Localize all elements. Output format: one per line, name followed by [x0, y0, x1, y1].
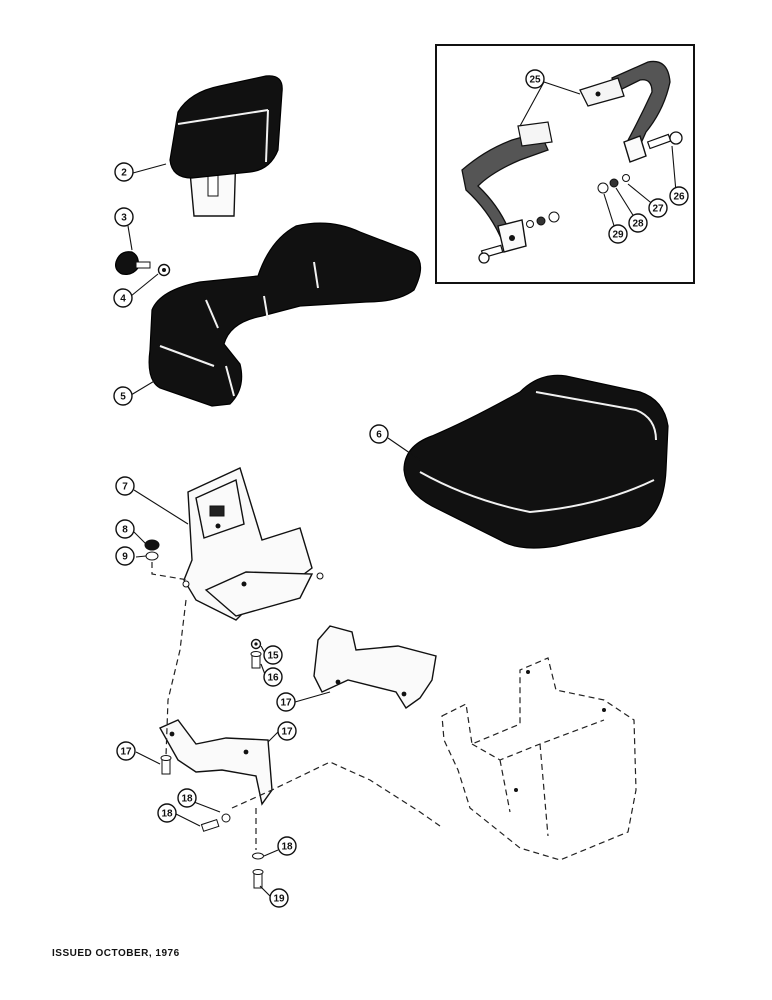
svg-text:6: 6 — [376, 430, 382, 441]
support-bracket-16 — [313, 625, 437, 710]
svg-text:25: 25 — [529, 75, 541, 86]
callout-4: 5 — [113, 386, 133, 406]
svg-text:8: 8 — [122, 525, 128, 536]
seat-belt-inset — [435, 44, 695, 284]
svg-text:17: 17 — [281, 727, 293, 738]
callout-19: 8 — [115, 519, 135, 539]
callout-17-left: 17 — [116, 741, 136, 761]
svg-text:19: 19 — [273, 894, 285, 905]
callout-18-lower: 18 — [277, 836, 297, 856]
svg-text:17: 17 — [280, 698, 292, 709]
svg-text:17: 17 — [120, 747, 132, 758]
callout-7: 3 — [114, 207, 134, 227]
callout-17-lower: 19 — [269, 888, 289, 908]
grommet-pair — [144, 539, 160, 561]
callout-5: 2 — [114, 162, 134, 182]
svg-text:16: 16 — [267, 673, 279, 684]
mounting-housing — [441, 657, 637, 861]
callout-2: 7 — [115, 476, 135, 496]
seat-cushion — [403, 374, 669, 549]
callout-18-mid: 18 — [177, 788, 197, 808]
callout-17-mid: 18 — [157, 803, 177, 823]
svg-text:29: 29 — [612, 230, 624, 241]
svg-text:26: 26 — [673, 192, 685, 203]
svg-text:15: 15 — [267, 651, 279, 662]
callout-27: 27 — [648, 198, 668, 218]
assembly-lines — [151, 562, 441, 850]
svg-text:9: 9 — [122, 552, 128, 563]
callout-3: 6 — [369, 424, 389, 444]
svg-text:18: 18 — [181, 794, 193, 805]
callout-16: 17 — [276, 692, 296, 712]
back-cushion — [169, 75, 283, 217]
callout-29: 29 — [608, 224, 628, 244]
seat-belt-buckle — [579, 77, 625, 107]
adjust-knob — [115, 251, 171, 277]
callout-26: 26 — [669, 186, 689, 206]
svg-text:18: 18 — [281, 842, 293, 853]
svg-text:5: 5 — [120, 392, 126, 403]
callout-18-upper: 9 — [115, 546, 135, 566]
svg-text:7: 7 — [122, 482, 128, 493]
svg-text:4: 4 — [120, 294, 126, 305]
lower-hardware — [160, 755, 264, 889]
svg-text:27: 27 — [652, 204, 664, 215]
callout-9: 15 — [263, 645, 283, 665]
armrest-cushion — [148, 222, 422, 407]
callout-25: 25 — [525, 69, 545, 89]
issued-date: ISSUED OCTOBER, 1976 — [52, 948, 180, 959]
leader-lines — [127, 81, 677, 897]
svg-text:28: 28 — [632, 219, 644, 230]
bolt-washer-pair — [250, 638, 262, 669]
callout-6: 4 — [113, 288, 133, 308]
callout-15: 17 — [277, 721, 297, 741]
seat-bracket — [182, 467, 324, 621]
svg-text:3: 3 — [121, 213, 127, 224]
callout-28: 28 — [628, 213, 648, 233]
seat-belt-left-strap — [461, 131, 549, 238]
support-bracket-15 — [159, 719, 273, 806]
callout-8: 16 — [263, 667, 283, 687]
svg-text:18: 18 — [161, 809, 173, 820]
svg-text:2: 2 — [121, 168, 127, 179]
